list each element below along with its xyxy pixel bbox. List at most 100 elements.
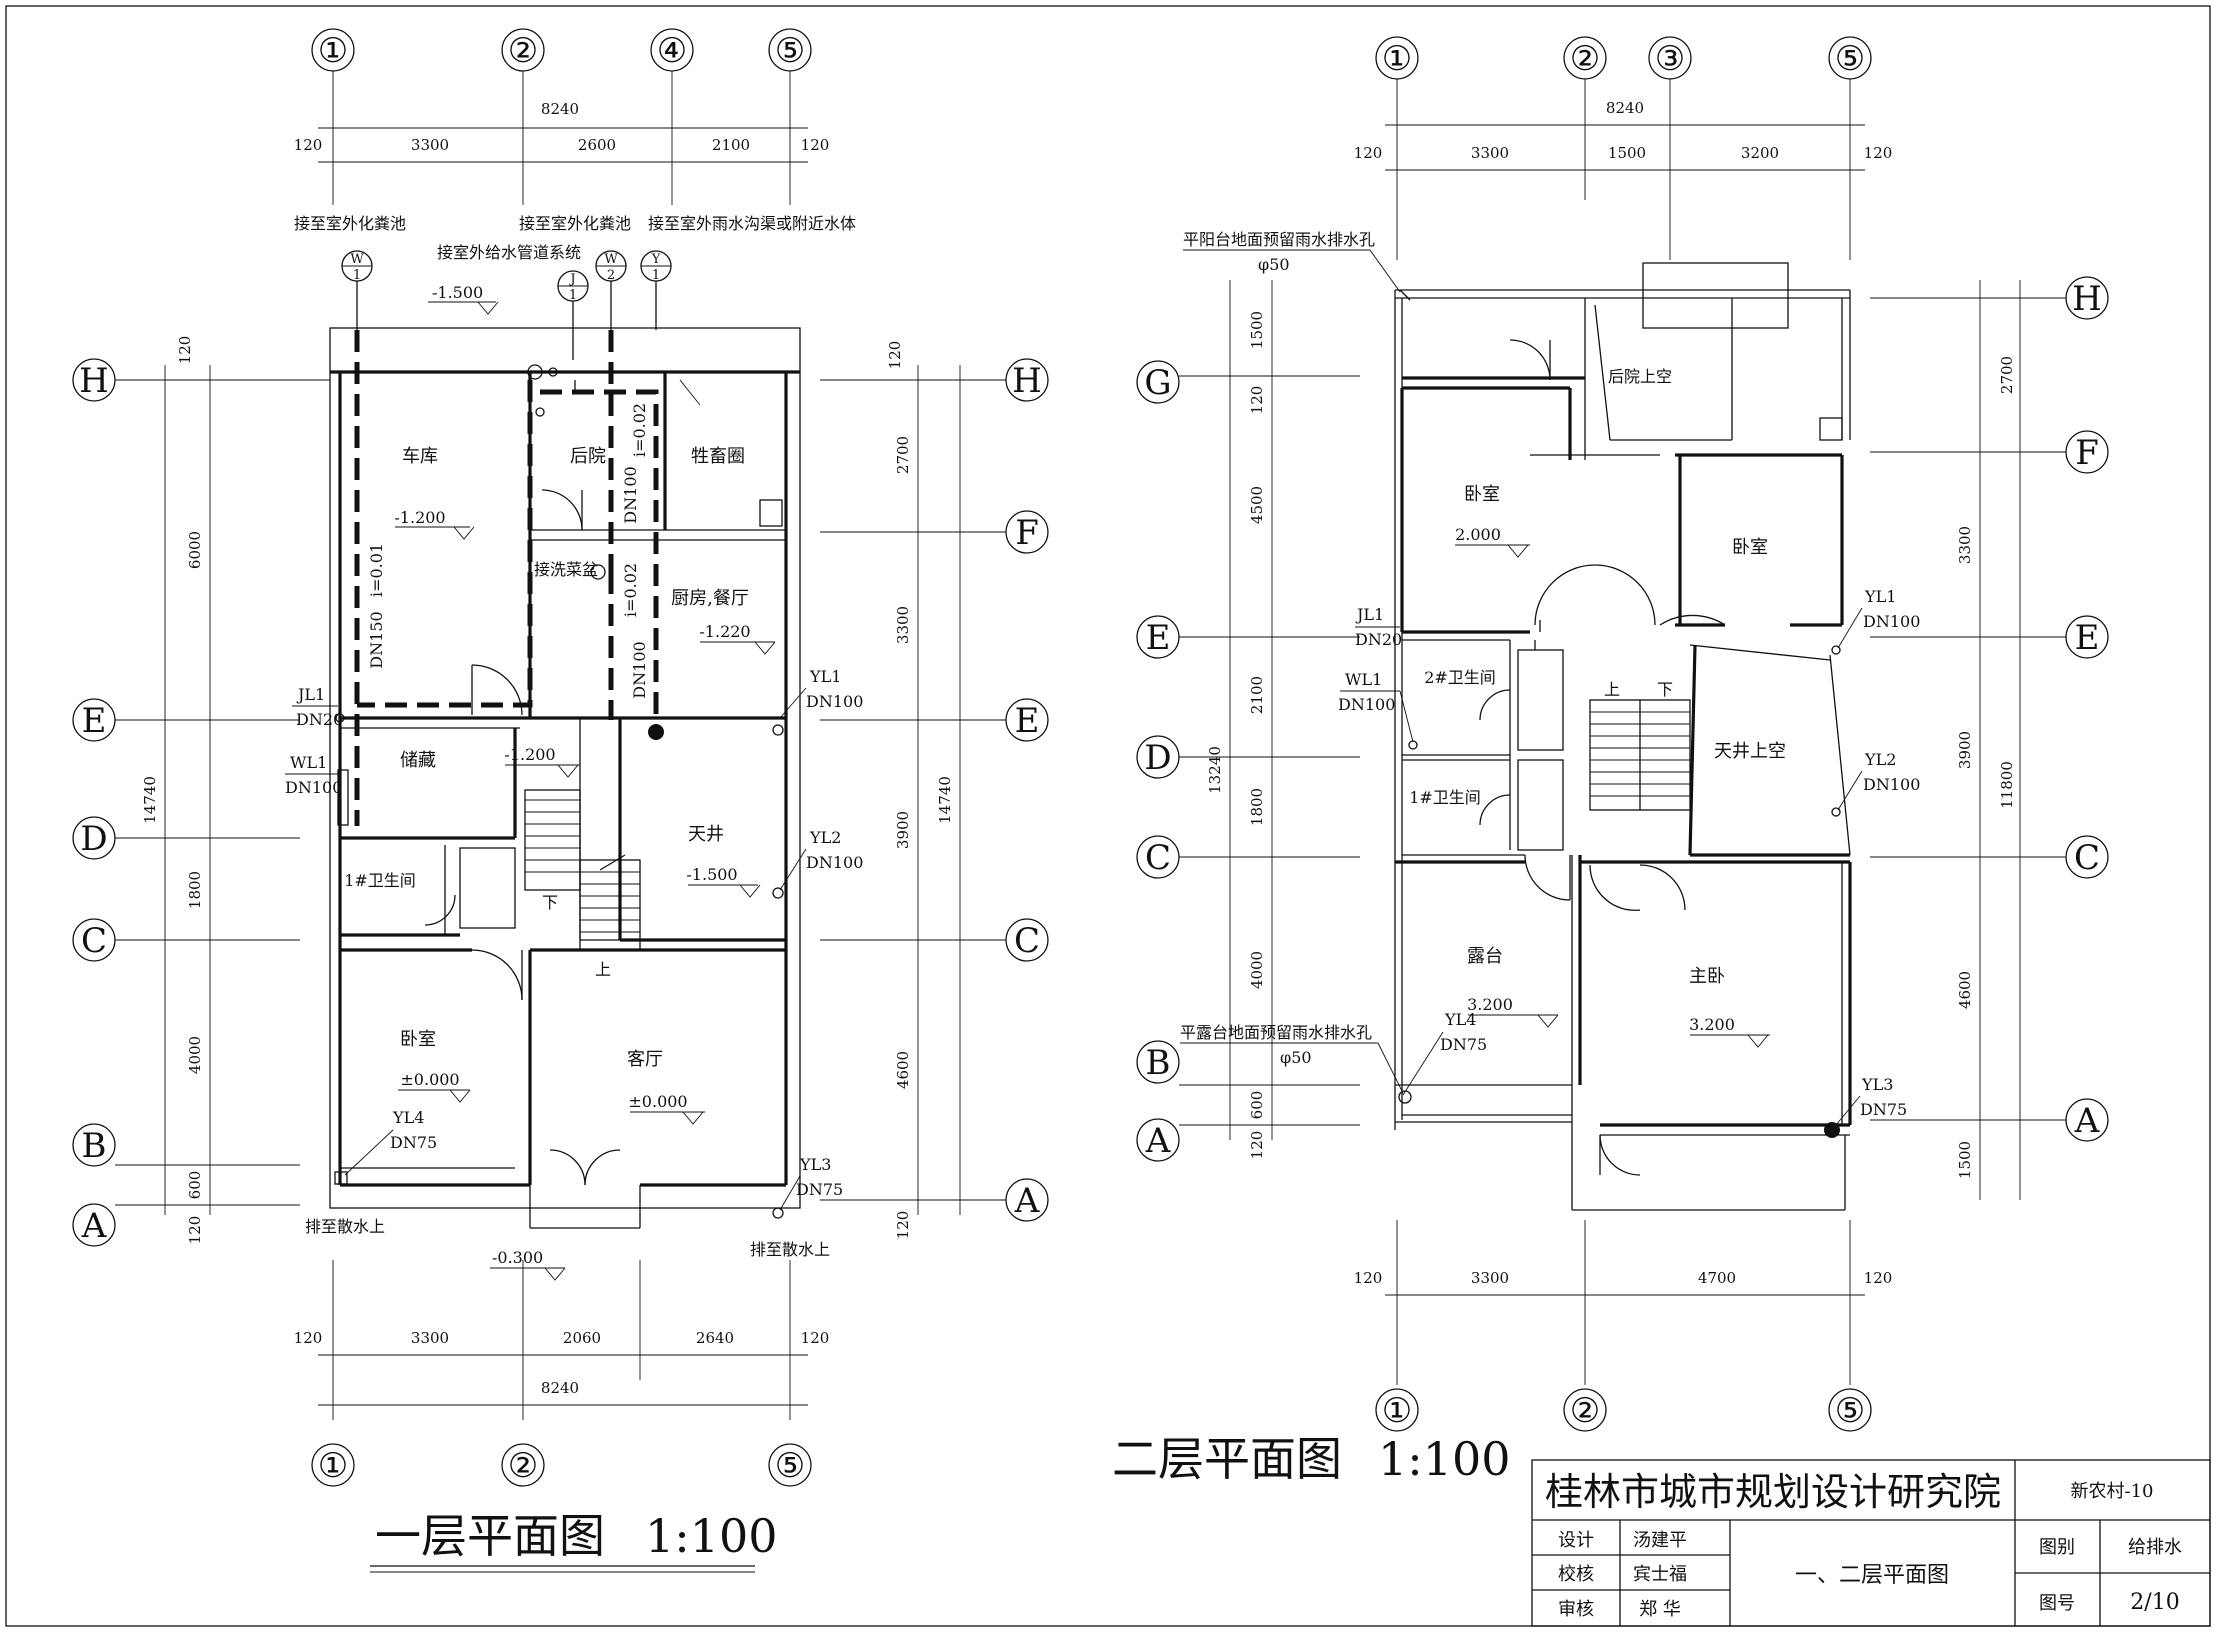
stair-up-label: 上: [595, 960, 611, 979]
plan2-stack-yl2: YL2: [1864, 750, 1896, 769]
svg-text:13240: 13240: [1206, 746, 1224, 794]
svg-text:120: 120: [801, 1329, 830, 1347]
plan2-stack-jl1: JL1: [1355, 605, 1384, 624]
svg-text:E: E: [1015, 701, 1040, 741]
svg-text:A: A: [1145, 1121, 1171, 1161]
category-label: 图别: [2039, 1537, 2075, 1558]
svg-text:W: W: [350, 252, 364, 267]
svg-text:1500: 1500: [1956, 1141, 1974, 1179]
plan2-stair: 上 下: [1589, 680, 1691, 811]
note-terrace-drain-d: φ50: [1280, 1048, 1312, 1067]
plan1-title: 一层平面图: [375, 1509, 605, 1563]
note-drain-left: 排至散水上: [305, 1217, 385, 1236]
review-name: 郑 华: [1639, 1599, 1681, 1620]
svg-text:1800: 1800: [186, 871, 204, 909]
drawing-name: 一、二层平面图: [1795, 1563, 1949, 1588]
plan1-bottom-axes: 120 3300 2060 2640 120 8240 ① ② ⑤: [294, 1260, 830, 1487]
note-to-septic-1: 接至室外化粪池: [294, 214, 406, 233]
svg-text:B: B: [82, 1126, 107, 1166]
svg-text:3300: 3300: [411, 1329, 449, 1347]
svg-text:4000: 4000: [1248, 951, 1266, 989]
room-living: 客厅: [627, 1049, 663, 1070]
level-garage: -1.200: [394, 508, 445, 527]
level-entry: -0.300: [492, 1248, 543, 1267]
svg-text:8240: 8240: [541, 1379, 579, 1397]
project-code: 新农村-10: [2071, 1481, 2154, 1502]
level-outside: -1.500: [432, 283, 483, 302]
room-patio: 天井: [688, 824, 724, 845]
svg-text:6000: 6000: [186, 531, 204, 569]
title-block: 桂林市城市规划设计研究院 新农村-10 设计 汤建平 校核 宾士福 审核 郑 华…: [1531, 1459, 2211, 1627]
svg-text:F: F: [2075, 433, 2099, 473]
svg-text:①: ①: [318, 1446, 348, 1486]
svg-text:120: 120: [1864, 1269, 1893, 1287]
note-roof-drain: 平阳台地面预留雨水排水孔: [1183, 230, 1375, 249]
level-bedroom-2: 2.000: [1455, 525, 1501, 544]
svg-text:8240: 8240: [1606, 99, 1644, 117]
svg-text:11800: 11800: [1998, 761, 2016, 809]
svg-text:3300: 3300: [1471, 1269, 1509, 1287]
stack-yl4-dn: DN75: [390, 1133, 437, 1152]
number-value: 2/10: [2130, 1590, 2179, 1615]
pipe-dn100-b-label: DN100: [630, 641, 649, 698]
category-value: 给排水: [2128, 1537, 2182, 1558]
plan2-stack-yl4-dn: DN75: [1440, 1035, 1487, 1054]
svg-text:1500: 1500: [1248, 311, 1266, 349]
plan1-drain-pipes: [354, 330, 664, 826]
svg-text:①: ①: [1382, 1391, 1412, 1431]
plan2-stack-yl3: YL3: [1861, 1075, 1893, 1094]
svg-text:C: C: [1145, 838, 1171, 878]
svg-text:③: ③: [1655, 39, 1685, 79]
svg-text:3300: 3300: [1956, 526, 1974, 564]
plan2-bottom-axes: 120 3300 4700 120 ① ② ⑤: [1354, 1220, 1893, 1432]
svg-text:4000: 4000: [186, 1036, 204, 1074]
svg-text:②: ②: [1570, 1391, 1600, 1431]
pipe-bubbles: W 1 J 1 W 2 Y 1: [341, 250, 672, 360]
svg-text:120: 120: [1354, 144, 1383, 162]
second-floor-plan: ① ② ③ ⑤ 8240 120 3300 1500 3200 120 平阳台地…: [1112, 36, 2109, 1486]
level-kitchen: -1.220: [699, 622, 750, 641]
dim-top-b: 2600: [578, 136, 616, 154]
plan1-right-axes: H F E C A 120 2700 3300 3900 4600 120 14…: [820, 341, 1049, 1240]
room-backyard-void: 后院上空: [1608, 367, 1672, 386]
svg-text:F: F: [1015, 513, 1039, 553]
room-garage: 车库: [402, 446, 438, 467]
dim-top-c: 2100: [712, 136, 750, 154]
svg-text:2100: 2100: [1248, 676, 1266, 714]
svg-text:C: C: [81, 921, 107, 961]
axis-5-top: ⑤: [775, 31, 805, 71]
level-master: 3.200: [1689, 1015, 1735, 1034]
check-name: 宾士福: [1633, 1564, 1687, 1585]
number-label: 图号: [2039, 1593, 2075, 1614]
svg-text:120: 120: [1248, 1131, 1266, 1160]
axis-1-top: ①: [318, 31, 348, 71]
svg-text:C: C: [2074, 838, 2100, 878]
stack-yl4: YL4: [392, 1108, 424, 1127]
stair-down-label: 下: [542, 893, 558, 912]
note-drain-right: 排至散水上: [750, 1240, 830, 1259]
svg-text:600: 600: [186, 1171, 204, 1200]
check-label: 校核: [1558, 1564, 1594, 1585]
svg-text:⑤: ⑤: [1835, 39, 1865, 79]
room-kitchen: 厨房,餐厅: [671, 588, 749, 609]
room-patio-void: 天井上空: [1714, 741, 1786, 762]
review-label: 审核: [1558, 1599, 1594, 1620]
plan2-scale: 1:100: [1378, 1432, 1511, 1486]
room-bath2: 2#卫生间: [1424, 668, 1496, 687]
svg-text:H: H: [2072, 279, 2102, 319]
svg-text:120: 120: [894, 1211, 912, 1240]
level-living: ±0.000: [628, 1092, 687, 1111]
svg-text:3200: 3200: [1741, 144, 1779, 162]
svg-text:⑤: ⑤: [775, 1446, 805, 1486]
room-master: 主卧: [1689, 966, 1725, 987]
level-patio: -1.500: [686, 865, 737, 884]
note-wash-basin: 接洗菜盆: [534, 560, 598, 579]
plan1-stair: 下 上: [524, 789, 641, 979]
room-bath1: 1#卫生间: [344, 871, 416, 890]
note-to-septic-2: 接至室外化粪池: [519, 214, 631, 233]
level-storage: -1.200: [504, 745, 555, 764]
axis-2-top: ②: [508, 31, 538, 71]
svg-text:4600: 4600: [894, 1051, 912, 1089]
sheet-border: [5, 5, 2211, 1627]
